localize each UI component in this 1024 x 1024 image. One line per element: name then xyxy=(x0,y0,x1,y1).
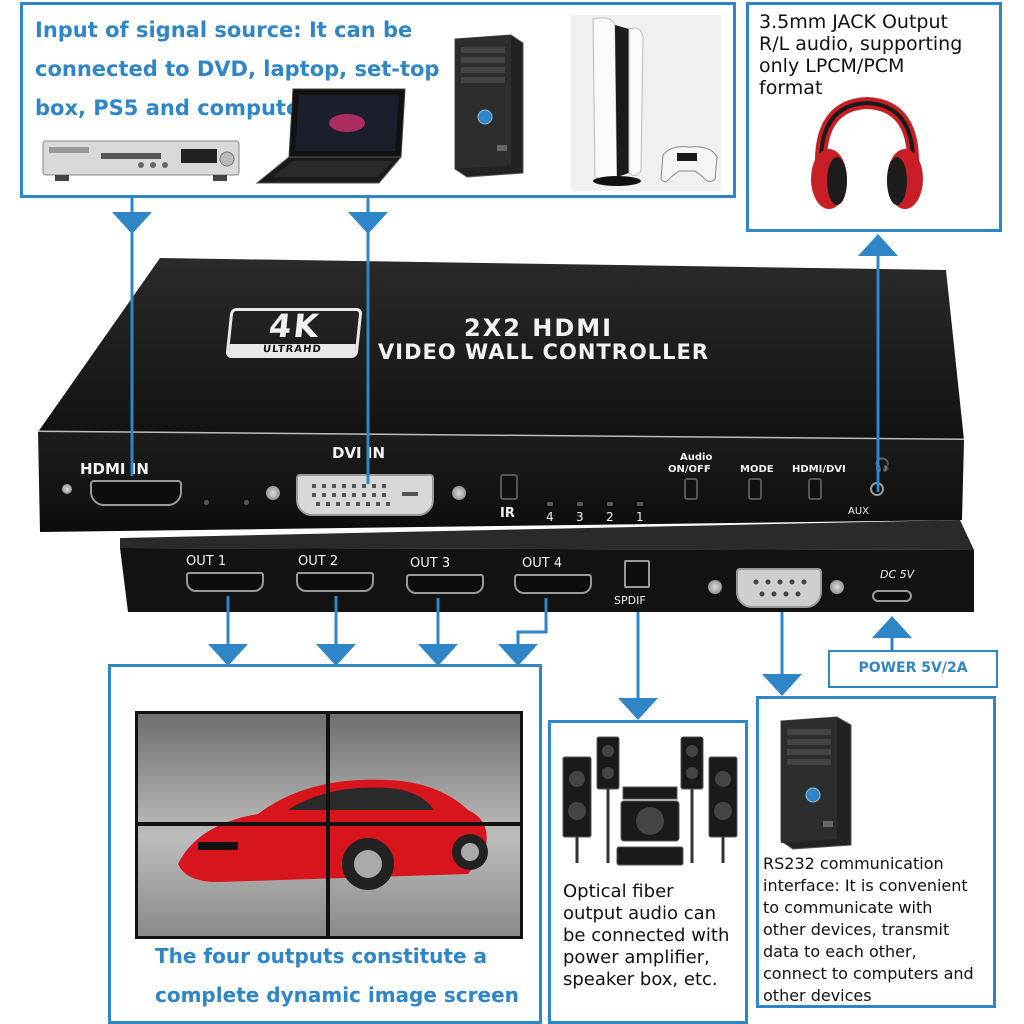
speaker-system-image xyxy=(557,731,743,871)
headphone-icon: 🎧 xyxy=(874,458,891,473)
hdmi-dvi-button[interactable] xyxy=(808,478,822,500)
dvi-in-port xyxy=(296,474,434,516)
device-title-line1: 2X2 HDMI xyxy=(464,314,614,342)
arrow-down-out1 xyxy=(208,644,248,666)
dvi-screw-right xyxy=(452,486,466,500)
front-indicator xyxy=(204,500,209,505)
arrow-down-input-left xyxy=(112,212,152,234)
rs232-text: RS232 communication interface: It is con… xyxy=(763,854,974,1005)
video-wall-text: The four outputs constitute a complete d… xyxy=(155,944,519,1007)
optical-audio-text: Optical fiber output audio can be connec… xyxy=(563,881,730,990)
power-box: POWER 5V/2A xyxy=(828,650,998,688)
out2-port xyxy=(296,572,374,592)
dvd-player-image xyxy=(41,137,241,183)
rs232-screw-left xyxy=(708,580,722,594)
out4-label: OUT 4 xyxy=(522,556,563,571)
dc-5v-label: DC 5V xyxy=(880,568,915,581)
aux-label: AUX xyxy=(848,506,870,517)
input-source-box: Input of signal source: It can be connec… xyxy=(20,2,736,198)
out1-label: OUT 1 xyxy=(186,554,227,569)
dvi-screw-left xyxy=(266,486,280,500)
led-3-label: 3 xyxy=(576,510,584,524)
screw-left xyxy=(62,484,72,494)
arrow-down-out3 xyxy=(418,644,458,666)
out3-label: OUT 3 xyxy=(410,556,451,571)
led-2-label: 2 xyxy=(606,510,614,524)
front-indicator xyxy=(244,500,249,505)
hdmi-in-label: HDMI IN xyxy=(80,460,149,478)
ps5-console-image xyxy=(571,15,721,191)
spdif-label: SPDIF xyxy=(614,594,646,607)
arrow-down-input-right xyxy=(348,212,388,234)
rs232-port xyxy=(736,568,822,608)
video-wall-box: The four outputs constitute a complete d… xyxy=(108,664,542,1024)
audio-output-text: 3.5mm JACK Output R/L audio, supporting … xyxy=(759,11,963,99)
4k-ultrahd-badge: 4K ULTRAHD xyxy=(225,307,363,358)
laptop-image xyxy=(253,87,413,187)
desktop-tower-image xyxy=(451,33,527,179)
aux-port xyxy=(870,482,884,496)
arrow-up-power xyxy=(872,616,912,638)
audio-output-box: 3.5mm JACK Output R/L audio, supporting … xyxy=(746,2,1002,232)
power-label: POWER 5V/2A xyxy=(858,660,968,676)
rs232-screw-right xyxy=(830,580,844,594)
ultrahd-badge-sub: ULTRAHD xyxy=(228,344,356,355)
optical-audio-box: Optical fiber output audio can be connec… xyxy=(548,720,748,1024)
arrow-down-out2 xyxy=(316,644,356,666)
out2-label: OUT 2 xyxy=(298,554,339,569)
dvi-in-label: DVI IN xyxy=(332,444,385,462)
device-title-line2: VIDEO WALL CONTROLLER xyxy=(378,340,710,364)
ir-label: IR xyxy=(500,506,515,521)
audio-onoff-button[interactable] xyxy=(684,478,698,500)
mode-label: MODE xyxy=(740,464,774,475)
input-source-text: Input of signal source: It can be connec… xyxy=(35,18,440,120)
4k-badge-main: 4K xyxy=(267,307,323,345)
out1-port xyxy=(186,572,264,592)
rs232-computer-image xyxy=(777,715,857,851)
arrow-down-out4 xyxy=(498,644,538,666)
led-4 xyxy=(547,502,553,506)
hdmi-in-port xyxy=(90,480,182,506)
audio-onoff-label-2: ON/OFF xyxy=(668,464,711,475)
dc-power-port xyxy=(872,590,912,602)
led-1-label: 1 xyxy=(636,510,644,524)
headphones-image xyxy=(807,96,927,217)
hdmi-dvi-label: HDMI/DVI xyxy=(792,464,846,475)
arrow-down-spdif xyxy=(618,698,658,720)
spdif-port xyxy=(624,560,650,588)
audio-onoff-label-1: Audio xyxy=(680,452,713,463)
mode-button[interactable] xyxy=(748,478,762,500)
out3-port xyxy=(406,574,484,594)
led-2 xyxy=(607,502,613,506)
led-4-label: 4 xyxy=(546,510,554,524)
video-wall-image xyxy=(135,711,523,939)
out4-port xyxy=(514,574,592,594)
rs232-box: RS232 communication interface: It is con… xyxy=(756,696,996,1008)
ir-sensor xyxy=(500,474,518,500)
led-1 xyxy=(637,502,643,506)
led-3 xyxy=(577,502,583,506)
arrow-down-rs232 xyxy=(762,674,802,696)
arrow-up-aux xyxy=(858,234,898,256)
